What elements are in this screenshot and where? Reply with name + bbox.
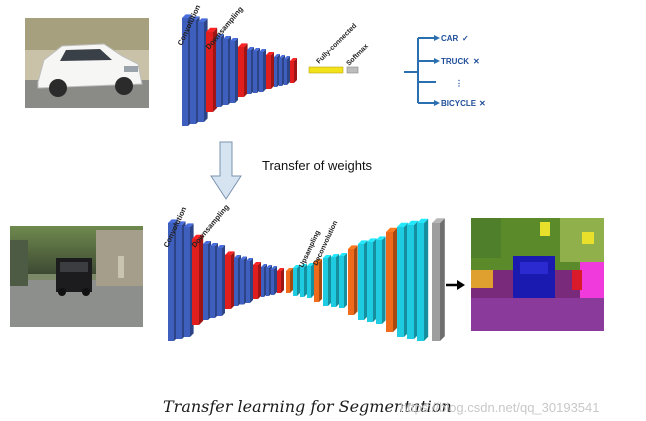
bottom-network (168, 218, 445, 341)
bottom-layer-conv (217, 245, 225, 316)
bottom-layer-upsample (367, 238, 377, 322)
output-arrow (446, 280, 465, 290)
class-truck-cross: ✕ (473, 57, 480, 66)
bottom-layer-upsample (397, 222, 409, 337)
class-car: CAR (441, 34, 459, 43)
top-layer-conv (284, 56, 290, 85)
bottom-layer-upsample (307, 263, 314, 298)
bottom-layer-upsample (358, 240, 368, 320)
bottom-layer-upsample (293, 265, 300, 296)
softmax-layer (346, 66, 359, 74)
bottom-layer-upsample (339, 253, 347, 308)
top-layer-conv (223, 36, 231, 105)
top-label-softmax: Softmax (345, 43, 370, 68)
bottom-layer-conv (203, 241, 211, 320)
top-layer-conv (230, 38, 238, 103)
watermark: https://blog.csdn.net/qq_30193541 (400, 400, 600, 415)
bottom-layer-conv (234, 255, 241, 306)
transfer-arrow (210, 141, 242, 200)
top-network (182, 14, 359, 126)
class-tree (404, 35, 440, 106)
caption: Transfer learning for Segmentation (163, 397, 452, 416)
bottom-layer-upsample (331, 254, 339, 307)
bottom-layer-downsample (192, 234, 204, 325)
bottom-layer-deconv (286, 268, 293, 293)
top-layer-downsample (290, 58, 297, 83)
output-layer (432, 218, 445, 341)
bottom-layer-downsample (253, 262, 261, 299)
bottom-layer-deconv (314, 259, 322, 302)
bottom-layer-downsample (225, 251, 235, 309)
top-layer-downsample (238, 43, 248, 97)
class-truck: TRUCK (441, 57, 469, 66)
transfer-label: Transfer of weights (262, 158, 373, 173)
bottom-layer-deconv (348, 245, 358, 315)
fully-connected-layer (308, 66, 344, 74)
bottom-layer-upsample (417, 218, 429, 341)
top-layer-conv (247, 47, 254, 94)
top-layer-conv (259, 49, 266, 92)
class-bicycle-cross: ✕ (479, 99, 486, 108)
bottom-layer-upsample (376, 236, 386, 324)
bottom-layer-conv (240, 256, 247, 305)
bottom-layer-deconv (386, 227, 398, 332)
car-photo (25, 18, 149, 108)
class-ellipsis: ⋮ (455, 79, 463, 88)
class-car-check: ✓ (462, 34, 469, 43)
bottom-layer-upsample (323, 255, 331, 306)
bottom-layer-conv (246, 258, 253, 303)
bottom-layer-conv (271, 266, 277, 295)
top-layer-downsample (266, 52, 274, 89)
bottom-layer-upsample (407, 220, 419, 339)
bottom-layer-upsample (300, 264, 307, 297)
segmentation-map (471, 218, 604, 331)
top-layer-conv (253, 48, 260, 93)
top-layer-conv (216, 34, 224, 107)
bottom-layer-conv (210, 243, 218, 318)
class-bicycle: BICYCLE (441, 99, 477, 108)
bottom-layer-downsample (277, 268, 284, 293)
street-photo (10, 226, 143, 327)
